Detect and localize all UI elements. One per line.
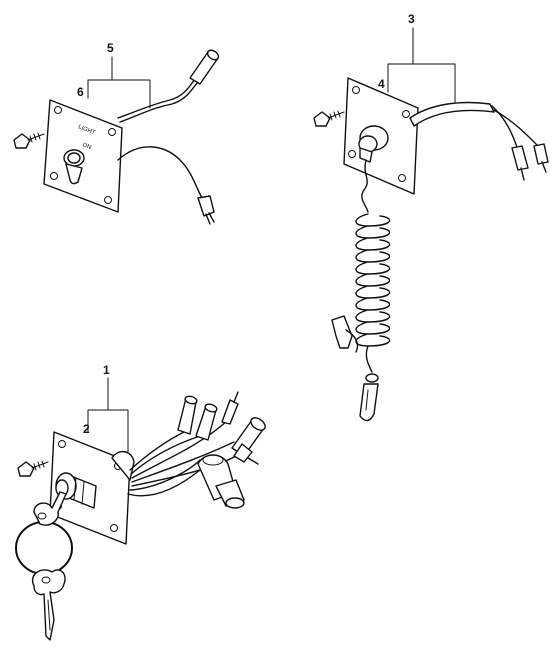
leader-5: [87, 56, 151, 109]
bullet-connector-icon: [533, 143, 549, 173]
stop-switch-cap: [358, 125, 389, 163]
toggle-switch: [63, 149, 85, 185]
leader-3: [387, 27, 456, 103]
connector-cap-icon: [189, 49, 220, 85]
callout-6: 6: [77, 85, 84, 99]
cable-sheath: [409, 101, 495, 127]
bullet-connector-icon: [233, 443, 259, 465]
callout-1: 1: [103, 363, 110, 377]
callout-5: 5: [107, 41, 114, 55]
bullet-connector-icon: [221, 391, 239, 425]
callout-3: 3: [408, 12, 415, 26]
wire-harness: [127, 419, 237, 497]
plate-label-on: ON: [81, 142, 92, 151]
screw-icon: [13, 132, 45, 149]
key-icon: [33, 491, 67, 526]
key-ring: [15, 521, 73, 575]
connector-cap-icon: [215, 479, 245, 509]
snap-hook-icon: [359, 373, 379, 422]
callout-2: 2: [83, 422, 90, 436]
bullet-connector-icon: [197, 195, 215, 225]
callout-4: 4: [378, 77, 385, 91]
bullet-connector-icon: [511, 145, 529, 181]
ignition-switch-assembly: 1 2: [15, 363, 266, 641]
connector-cap-icon: [195, 403, 218, 441]
leader-1: [87, 377, 129, 453]
screw-icon: [313, 110, 345, 127]
wire-upper: [117, 77, 197, 119]
connector-cap-icon: [177, 395, 198, 435]
coiled-lanyard: [355, 159, 391, 373]
light-switch-assembly: LIGHT ON 5 6: [13, 41, 220, 225]
screw-icon: [17, 460, 49, 477]
wire-lower: [117, 146, 203, 199]
lanyard-clip-icon: [331, 315, 359, 353]
key-icon: [31, 569, 66, 641]
stop-switch-assembly: 3 4: [313, 12, 549, 422]
